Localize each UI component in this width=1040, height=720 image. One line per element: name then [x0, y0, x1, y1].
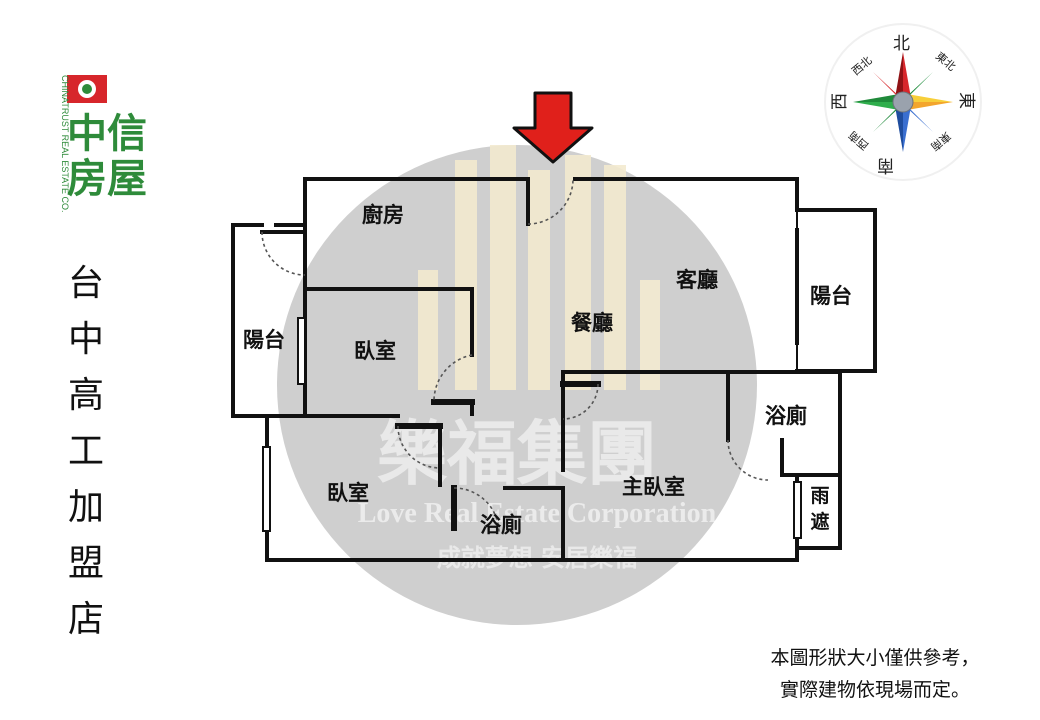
compass-west: 西 [830, 93, 850, 110]
store-name-char: 店 [68, 599, 104, 640]
compass: 北 東北 東 東南 南 西南 西 西北 [824, 23, 982, 181]
rain-shelter-char: 遮 [810, 510, 829, 533]
room-bathroom-2-label: 浴廁 [480, 513, 522, 537]
store-name-char: 中 [68, 319, 104, 360]
watermark-circle [277, 145, 757, 625]
disclaimer-line-1: 本圖形狀大小僅供參考， [770, 647, 979, 669]
store-name-char: 加 [68, 487, 104, 528]
brand-logo: 中信 房屋 CHINATRUST REAL ESTATE CO. [60, 75, 147, 213]
store-name-char: 盟 [68, 543, 104, 584]
compass-east: 東 [956, 92, 976, 109]
brand-name-line-2: 房屋 [67, 156, 147, 202]
store-name-char: 台 [68, 263, 104, 304]
room-bathroom-1-label: 浴廁 [765, 404, 807, 428]
room-bedroom-1-label: 臥室 [354, 339, 396, 363]
watermark: 樂福集團 Love Real Estate Corporation 成就夢想 安… [277, 145, 757, 625]
rain-shelter-char: 雨 [810, 485, 829, 507]
windows [262, 228, 802, 539]
store-name-char: 工 [68, 431, 104, 472]
door-swings [261, 178, 769, 534]
brand-name-line-1: 中信 [67, 111, 147, 157]
room-kitchen-label: 廚房 [362, 203, 404, 227]
disclaimer-line-2: 實際建物依現場而定。 [780, 679, 970, 701]
compass-south: 南 [877, 155, 894, 175]
entrance-arrow [512, 91, 594, 164]
brand-english: CHINATRUST REAL ESTATE CO. [60, 75, 70, 213]
room-dining-label: 餐廳 [571, 311, 613, 335]
room-balcony-left-label: 陽台 [243, 328, 285, 352]
room-living-label: 客廳 [676, 268, 718, 292]
room-balcony-right-label: 陽台 [810, 284, 852, 308]
room-labels: 廚房 客廳 餐廳 陽台 陽台 臥室 臥室 主臥室 浴廁 浴廁 雨遮 [243, 203, 852, 537]
watermark-buildings [418, 145, 660, 390]
room-rain-shelter-label: 雨遮 [810, 485, 829, 533]
store-name: 台中高工加盟店 [68, 263, 104, 640]
room-bedroom-2-label: 臥室 [327, 481, 369, 505]
watermark-english: Love Real Estate Corporation [358, 498, 717, 529]
store-name-char: 高 [68, 375, 104, 416]
compass-north: 北 [893, 34, 910, 54]
room-master-bedroom-label: 主臥室 [622, 475, 685, 499]
